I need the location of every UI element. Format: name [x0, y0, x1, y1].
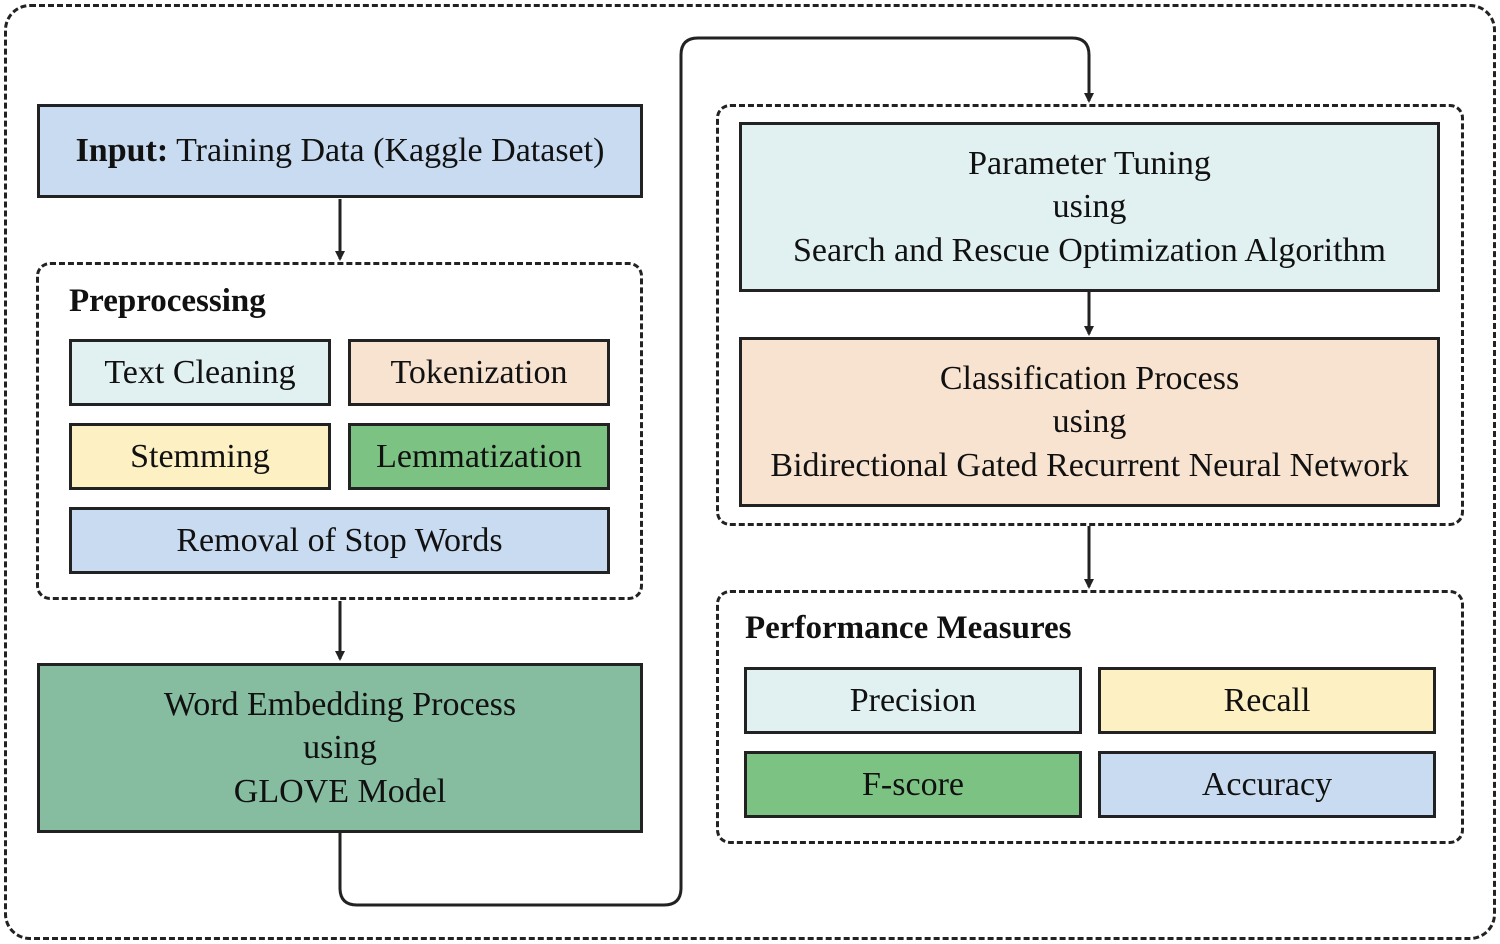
classification-line-2: using [1052, 403, 1127, 441]
text-cleaning-label: Text Cleaning [104, 353, 296, 391]
stemming-box: Stemming [69, 423, 331, 490]
embedding-line-2: using [303, 729, 377, 767]
accuracy-label: Accuracy [1201, 765, 1333, 803]
performance-heading: Performance Measures [745, 610, 1072, 646]
lemmatization-box: Lemmatization [348, 423, 610, 490]
tokenization-box: Tokenization [348, 339, 610, 406]
input-prefix: Input: [75, 132, 169, 170]
embedding-line-1: Word Embedding Process [163, 685, 517, 723]
input-box: Input: Training Data (Kaggle Dataset) [37, 104, 643, 198]
stop-words-label: Removal of Stop Words [176, 521, 503, 559]
precision-box: Precision [744, 667, 1082, 734]
lemmatization-label: Lemmatization [376, 437, 582, 475]
diagram-frame [4, 4, 1496, 940]
embedding-line-3: GLOVE Model [233, 772, 447, 810]
precision-label: Precision [849, 681, 977, 719]
stemming-label: Stemming [130, 437, 270, 475]
recall-box: Recall [1098, 667, 1436, 734]
fscore-box: F-score [744, 751, 1082, 818]
text-cleaning-box: Text Cleaning [69, 339, 331, 406]
accuracy-box: Accuracy [1098, 751, 1436, 818]
tuning-line-3: Search and Rescue Optimization Algorithm [793, 231, 1386, 269]
tokenization-label: Tokenization [390, 353, 568, 391]
classification-line-1: Classification Process [939, 359, 1240, 397]
tuning-line-1: Parameter Tuning [968, 144, 1211, 182]
parameter-tuning-box: Parameter Tuning using Search and Rescue… [739, 122, 1440, 292]
stop-words-box: Removal of Stop Words [69, 507, 610, 574]
model-group [716, 104, 1464, 526]
input-text: Input: Training Data (Kaggle Dataset) [76, 129, 605, 173]
tuning-line-2: using [1052, 188, 1127, 226]
embedding-box: Word Embedding Process using GLOVE Model [37, 663, 643, 833]
performance-group [716, 590, 1464, 844]
recall-label: Recall [1223, 681, 1311, 719]
preprocessing-heading: Preprocessing [69, 283, 266, 319]
fscore-label: F-score [862, 765, 964, 803]
preprocessing-group [36, 262, 643, 600]
classification-line-3: Bidirectional Gated Recurrent Neural Net… [770, 446, 1409, 484]
classification-box: Classification Process using Bidirection… [739, 337, 1440, 507]
input-description: Training Data (Kaggle Dataset) [168, 132, 605, 170]
